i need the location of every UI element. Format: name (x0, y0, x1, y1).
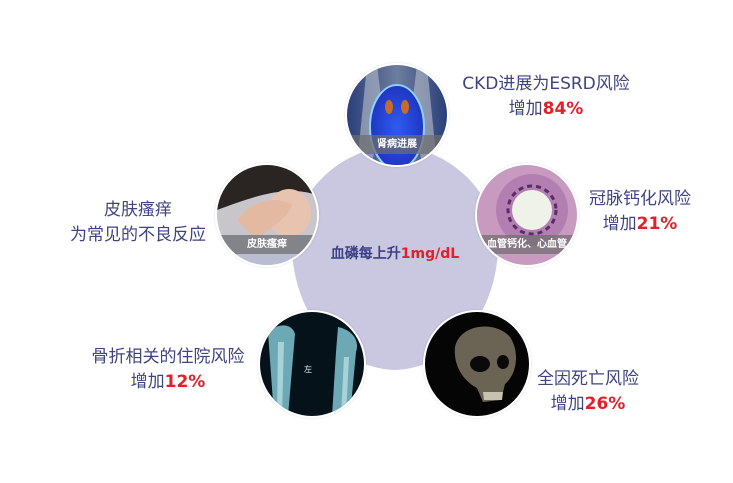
mortality-risk-label: 全因死亡风险 增加26% (528, 367, 648, 417)
pruritus-image-circle: 皮肤瘙痒 (215, 163, 319, 267)
ckd-risk-line2: 增加84% (508, 99, 584, 119)
coronary-image-circle: 血管钙化、心血管 (475, 163, 579, 267)
mortality-risk-line1: 全因死亡风险 (537, 369, 639, 389)
bone-xray-icon: 左 (260, 312, 364, 416)
center-label-value: 1mg/dL (400, 246, 460, 262)
coronary-risk-line1: 冠脉钙化风险 (589, 189, 691, 209)
fracture-risk-label: 骨折相关的住院风险 增加12% (78, 345, 258, 395)
mortality-image-circle (423, 310, 531, 418)
kidney-image-circle: 肾病进展 (345, 63, 449, 167)
pruritus-caption: 皮肤瘙痒 (217, 235, 317, 254)
ckd-risk-percent: 84% (542, 99, 584, 119)
coronary-risk-label: 冠脉钙化风险 增加21% (580, 187, 700, 237)
center-label: 血磷每上升1mg/dL (300, 243, 490, 263)
coronary-caption: 血管钙化、心血管 (477, 235, 577, 254)
mortality-risk-line2: 增加26% (550, 394, 626, 414)
ckd-risk-line1: CKD进展为ESRD风险 (462, 74, 630, 94)
svg-text:左: 左 (304, 364, 312, 374)
fracture-image-circle: 左 (258, 310, 366, 418)
fracture-risk-line2: 增加12% (130, 372, 206, 392)
kidney-caption: 肾病进展 (347, 135, 447, 154)
pruritus-label: 皮肤瘙痒 为常见的不良反应 (58, 198, 218, 248)
fracture-risk-line1: 骨折相关的住院风险 (91, 347, 245, 367)
pruritus-line2: 为常见的不良反应 (70, 225, 206, 245)
skull-icon (425, 312, 529, 416)
center-label-prefix: 血磷每上升 (330, 246, 401, 262)
mortality-risk-percent: 26% (584, 394, 626, 414)
pruritus-line1: 皮肤瘙痒 (104, 200, 172, 220)
coronary-risk-percent: 21% (636, 214, 678, 234)
ckd-risk-label: CKD进展为ESRD风险 增加84% (446, 72, 646, 122)
coronary-risk-line2: 增加21% (602, 214, 678, 234)
fracture-risk-percent: 12% (164, 372, 206, 392)
